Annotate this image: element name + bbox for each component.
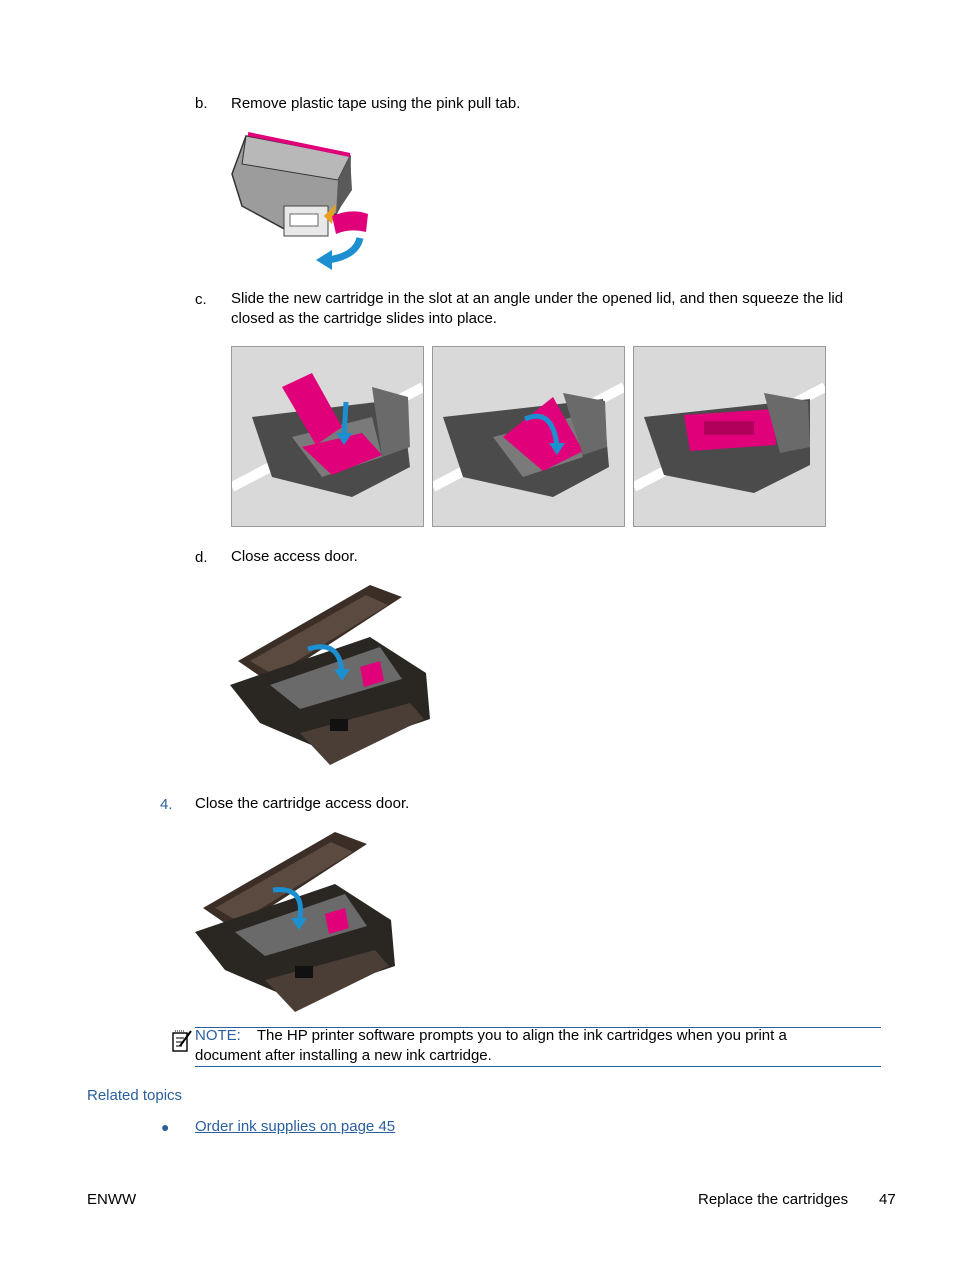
note-bottom-rule — [195, 1066, 881, 1067]
note-text-line2: document after installing a new ink cart… — [195, 1047, 492, 1064]
slide-cartridge-photo-1 — [231, 346, 424, 527]
step-4-number: 4. — [160, 796, 173, 813]
step-b-letter: b. — [195, 95, 208, 112]
note-text-line1: The HP printer software prompts you to a… — [256, 1027, 787, 1044]
step-d-text: Close access door. — [231, 548, 358, 565]
step-d-letter: d. — [195, 549, 208, 566]
step-4-text: Close the cartridge access door. — [195, 795, 410, 812]
slide-cartridge-photo-3 — [633, 346, 826, 527]
note-label: NOTE: — [195, 1027, 241, 1044]
close-access-door-illustration — [230, 585, 430, 765]
step-b-text: Remove plastic tape using the pink pull … — [231, 95, 521, 112]
note-block: NOTE: The HP printer software prompts you… — [195, 1026, 881, 1066]
page-number: 47 — [879, 1191, 896, 1208]
related-topics-heading: Related topics — [87, 1087, 183, 1104]
close-cartridge-door-illustration — [195, 832, 395, 1012]
step-c-letter: c. — [195, 291, 207, 308]
note-top-rule — [195, 1027, 881, 1028]
bullet-icon: ● — [161, 1119, 170, 1135]
footer-left: ENWW — [87, 1191, 137, 1208]
cartridge-tape-illustration — [231, 132, 368, 270]
order-ink-supplies-link[interactable]: Order ink supplies on page 45 — [195, 1118, 396, 1135]
slide-cartridge-photo-2 — [432, 346, 625, 527]
note-icon — [172, 1030, 192, 1052]
step-c-text: Slide the new cartridge in the slot at a… — [231, 290, 844, 327]
footer-section-title: Replace the cartridges — [698, 1191, 849, 1208]
